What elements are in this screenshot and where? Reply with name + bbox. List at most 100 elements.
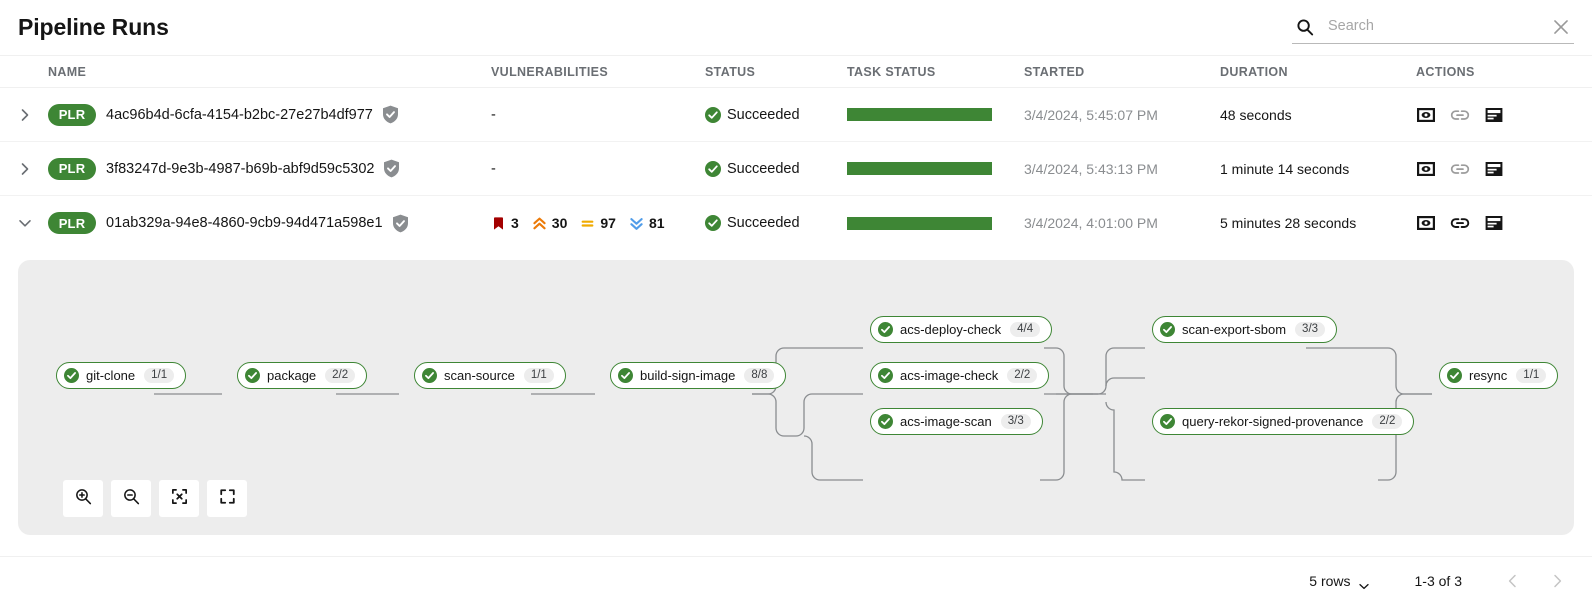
task-status-bar [847,108,992,121]
output-icon[interactable] [1484,105,1504,125]
node-status-succeeded-icon [878,414,893,429]
table-row[interactable]: PLR 4ac96b4d-6cfa-4154-b2bc-27e27b4df977… [0,88,1592,142]
vuln-moderate: 97 [580,215,616,231]
actions-cell [1416,213,1592,233]
run-name[interactable]: 01ab329a-94e8-4860-9cb9-94d471a598e1 [106,215,383,231]
task-status-bar [847,162,992,175]
link-icon[interactable] [1450,159,1470,179]
zoom-out-button[interactable] [111,480,151,517]
node-task-count: 4/4 [1010,321,1041,338]
graph-node-git-clone[interactable]: git-clone 1/1 [56,362,187,389]
kind-badge: PLR [48,157,96,180]
row-collapse-toggle[interactable] [18,216,48,230]
severity-important-icon [532,216,547,231]
node-label: scan-source [444,368,515,383]
view-logs-icon[interactable] [1416,159,1436,179]
fit-to-screen-button[interactable] [159,480,199,517]
node-label: resync [1469,368,1508,383]
chevron-right-icon[interactable] [1550,573,1564,589]
column-header-actions: ACTIONS [1416,64,1475,79]
link-icon[interactable] [1450,213,1470,233]
search-input[interactable] [1314,17,1550,36]
node-task-count: 2/2 [1372,413,1403,430]
page-title: Pipeline Runs [18,14,169,40]
zoom-in-button[interactable] [63,480,103,517]
node-status-succeeded-icon [878,322,893,337]
started-value: 3/4/2024, 5:43:13 PM [1024,160,1158,177]
status-cell: Succeeded [705,106,847,123]
pagination-controls [1506,573,1564,589]
graph-node-query-rekor-signed-provenance[interactable]: query-rekor-signed-provenance 2/2 [1152,408,1415,435]
run-name[interactable]: 4ac96b4d-6cfa-4154-b2bc-27e27b4df977 [106,106,373,123]
node-status-succeeded-icon [245,368,260,383]
task-status-cell [847,108,1024,121]
link-icon[interactable] [1450,105,1470,125]
duration-cell: 5 minutes 28 seconds [1220,215,1416,231]
graph-node-scan-export-sbom[interactable]: scan-export-sbom 3/3 [1152,316,1338,343]
status-cell: Succeeded [705,160,847,177]
node-label: scan-export-sbom [1182,322,1287,337]
view-logs-icon[interactable] [1416,213,1436,233]
view-logs-icon[interactable] [1416,105,1436,125]
row-expand-toggle[interactable] [18,162,48,176]
output-icon[interactable] [1484,159,1504,179]
run-name-cell[interactable]: PLR 01ab329a-94e8-4860-9cb9-94d471a598e1 [48,212,491,234]
node-task-count: 8/8 [744,367,775,384]
task-status-bar [847,216,992,230]
node-status-succeeded-icon [618,368,633,383]
severity-low-icon [629,216,644,231]
row-expand-toggle[interactable] [18,108,48,122]
graph-node-acs-deploy-check[interactable]: acs-deploy-check 4/4 [870,316,1053,343]
vulnerabilities-cell: - [491,161,705,177]
duration-value: 1 minute 14 seconds [1220,160,1350,177]
close-icon[interactable] [1550,16,1572,38]
chevron-down-icon [1358,577,1369,590]
output-icon[interactable] [1484,213,1504,233]
node-task-count: 1/1 [1516,367,1547,384]
run-name-cell[interactable]: PLR 4ac96b4d-6cfa-4154-b2bc-27e27b4df977 [48,103,491,126]
node-label: acs-image-scan [900,414,992,429]
vuln-critical-count: 3 [511,215,519,231]
run-name[interactable]: 3f83247d-9e3b-4987-b69b-abf9d59c5302 [106,160,375,177]
column-header-status: STATUS [705,64,756,79]
actions-cell [1416,159,1592,179]
node-task-count: 3/3 [1000,413,1031,430]
search-icon [1296,18,1314,36]
node-label: build-sign-image [640,368,736,383]
column-header-name: NAME [48,64,87,79]
chevron-right-icon [18,162,32,176]
duration-cell: 1 minute 14 seconds [1220,161,1416,177]
pipeline-graph-canvas[interactable]: git-clone 1/1 package 2/2 scan-source 1/… [18,260,1574,535]
graph-node-acs-image-check[interactable]: acs-image-check 2/2 [870,362,1050,389]
graph-node-resync[interactable]: resync 1/1 [1439,362,1559,389]
pagination-range: 1-3 of 3 [1414,572,1462,589]
table-row[interactable]: PLR 01ab329a-94e8-4860-9cb9-94d471a598e1… [0,196,1592,250]
node-status-succeeded-icon [878,368,893,383]
fullscreen-button[interactable] [207,480,247,517]
rows-per-page-select[interactable]: 5 rows [1309,572,1369,590]
search-box[interactable] [1292,10,1574,44]
node-status-succeeded-icon [64,368,79,383]
rows-per-page-label: 5 rows [1309,572,1351,589]
run-name-cell[interactable]: PLR 3f83247d-9e3b-4987-b69b-abf9d59c5302 [48,157,491,180]
graph-node-build-sign-image[interactable]: build-sign-image 8/8 [610,362,787,389]
chevron-left-icon[interactable] [1506,573,1520,589]
expand-icon [218,487,237,511]
node-task-count: 2/2 [1007,367,1038,384]
node-task-count: 3/3 [1295,321,1326,338]
vulnerabilities-value: - [491,160,496,177]
graph-node-scan-source[interactable]: scan-source 1/1 [414,362,566,389]
duration-cell: 48 seconds [1220,107,1416,123]
table-row[interactable]: PLR 3f83247d-9e3b-4987-b69b-abf9d59c5302… [0,142,1592,196]
status-label: Succeeded [727,215,800,231]
graph-node-acs-image-scan[interactable]: acs-image-scan 3/3 [870,408,1043,435]
graph-node-package[interactable]: package 2/2 [237,362,368,389]
node-task-count: 2/2 [325,367,356,384]
started-cell: 3/4/2024, 4:01:00 PM [1024,215,1220,231]
status-label: Succeeded [727,160,800,177]
vulnerabilities-cell: 3 30 97 [491,215,705,231]
actions-cell [1416,105,1592,125]
node-label: acs-deploy-check [900,322,1002,337]
started-value: 3/4/2024, 4:01:00 PM [1024,215,1158,231]
